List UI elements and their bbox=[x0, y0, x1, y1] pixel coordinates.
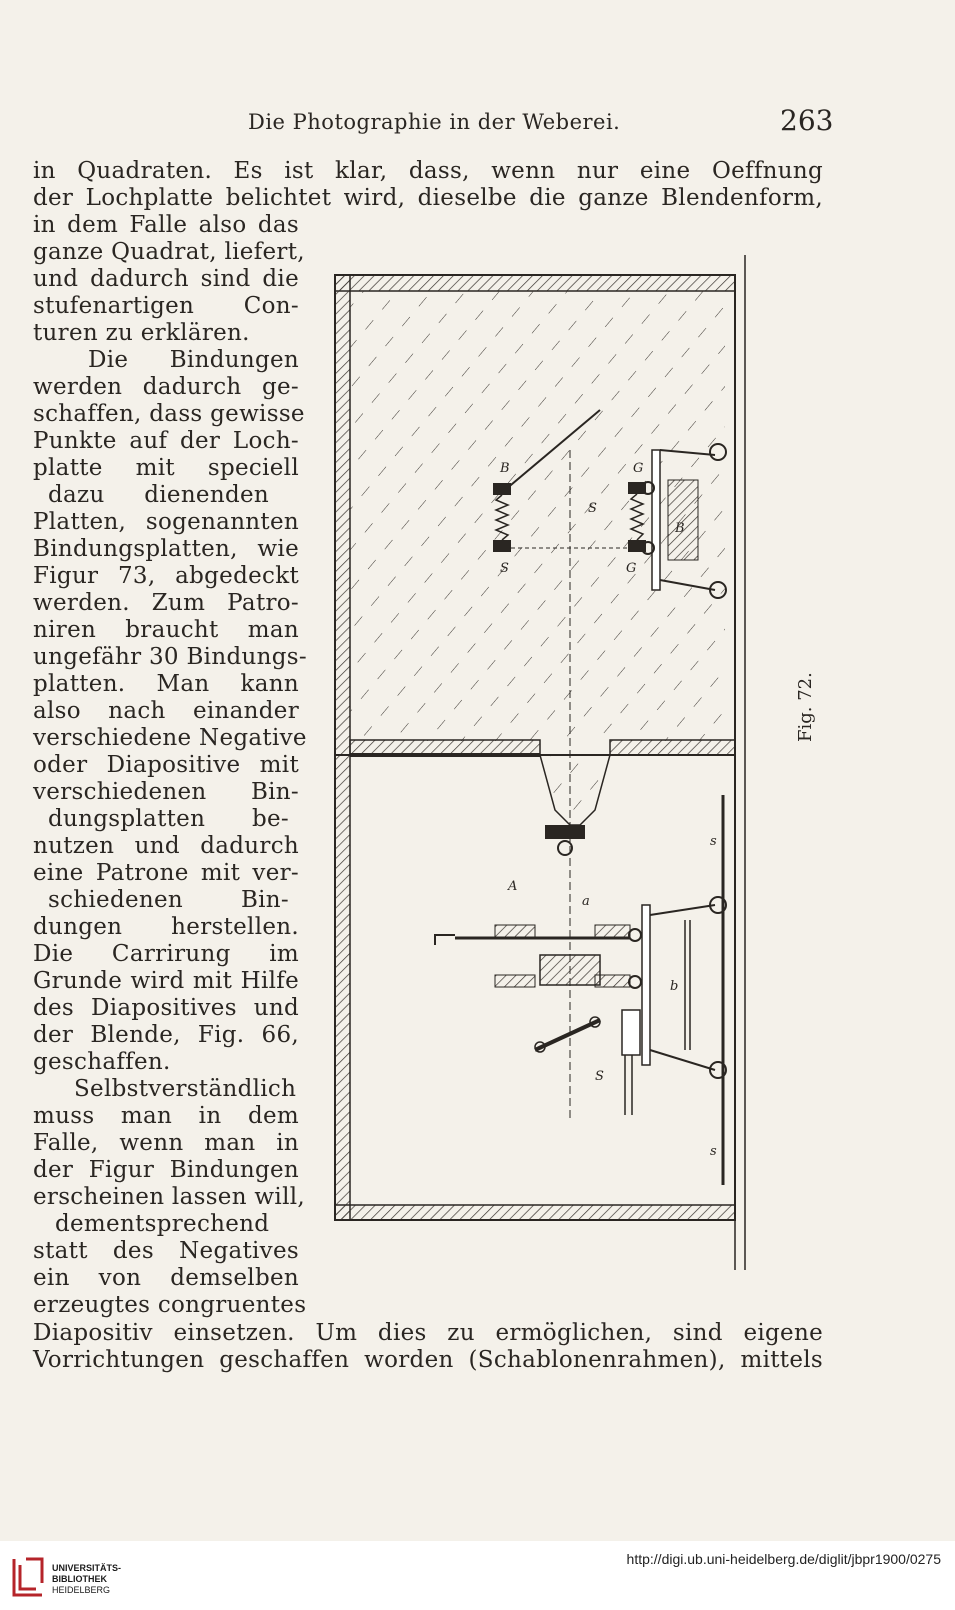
bottom-line-2: Vorrichtungen geschaffen worden (Schablo… bbox=[33, 1347, 823, 1373]
top-line-2: der Lochplatte belichtet wird, dieselbe … bbox=[33, 185, 823, 211]
column-line: erzeugtes congruentes bbox=[33, 1292, 307, 1318]
apparatus-figure: B S G B S G A a s b S s bbox=[334, 255, 746, 1270]
column-line: ungefähr 30 Bindungs- bbox=[33, 644, 307, 670]
column-line: ganze Quadrat, liefert, bbox=[33, 239, 305, 265]
figure-letter: a bbox=[582, 894, 590, 909]
column-line: eine Patrone mit ver- bbox=[33, 860, 299, 886]
lower-chamber bbox=[334, 753, 736, 1221]
figure-letter: B bbox=[499, 461, 510, 476]
figure-letter: S bbox=[588, 501, 597, 516]
library-name-line: BIBLIOTHEK bbox=[52, 1574, 107, 1584]
lower-mechanism bbox=[434, 825, 727, 1115]
column-line: muss man in dem bbox=[33, 1103, 299, 1129]
figure-letters: B S G B S G A a s b S s bbox=[499, 461, 717, 1159]
column-line: Figur 73, abgedeckt bbox=[33, 563, 299, 589]
library-name-line: UNIVERSITÄTS- bbox=[52, 1563, 122, 1573]
column-line: dementsprechend bbox=[55, 1211, 270, 1237]
upper-chamber bbox=[334, 274, 736, 826]
column-line: Falle, wenn man in bbox=[33, 1130, 299, 1156]
column-line: turen zu erklären. bbox=[33, 320, 250, 346]
figure-letter: B bbox=[674, 521, 685, 536]
figure-letter: A bbox=[507, 879, 517, 894]
column-line: stufenartigen Con- bbox=[33, 293, 299, 319]
column-line: erscheinen lassen will, bbox=[33, 1184, 305, 1210]
column-line: also nach einander bbox=[33, 698, 299, 724]
source-url-link[interactable]: http://digi.ub.uni-heidelberg.de/diglit/… bbox=[626, 1551, 941, 1567]
column-line: Grunde wird mit Hilfe bbox=[33, 968, 299, 994]
bottom-line-1: Diapositiv einsetzen. Um dies zu ermögli… bbox=[33, 1320, 823, 1346]
figure-letter: b bbox=[670, 979, 678, 994]
column-line: niren braucht man bbox=[33, 617, 299, 643]
column-line: und dadurch sind die bbox=[33, 266, 299, 292]
figure-caption: Fig. 72. bbox=[795, 672, 816, 742]
column-line: platte mit speciell bbox=[33, 455, 299, 481]
column-line: werden dadurch ge- bbox=[33, 374, 299, 400]
column-line: Die Bindungen bbox=[88, 347, 299, 373]
column-line: schaffen, dass gewisse bbox=[33, 401, 305, 427]
footer-bar: UNIVERSITÄTS- BIBLIOTHEK HEIDELBERG http… bbox=[0, 1541, 955, 1610]
column-line: Die Carrirung im bbox=[33, 941, 299, 967]
column-line: der Blende, Fig. 66, bbox=[33, 1022, 299, 1048]
column-line: schiedenen Bin- bbox=[48, 887, 289, 913]
column-line: nutzen und dadurch bbox=[33, 833, 299, 859]
figure-letter: s bbox=[710, 1144, 717, 1159]
column-line: des Diapositives und bbox=[33, 995, 299, 1021]
column-line: der Figur Bindungen bbox=[33, 1157, 299, 1183]
column-line: in dem Falle also das bbox=[33, 212, 299, 238]
column-line: ein von demselben bbox=[33, 1265, 299, 1291]
figure-letter: S bbox=[595, 1069, 604, 1084]
top-line-1: in Quadraten. Es ist klar, dass, wenn nu… bbox=[33, 158, 823, 184]
running-title: Die Photographie in der Weberei. bbox=[248, 110, 621, 134]
column-line: Platten, sogenannten bbox=[33, 509, 299, 535]
library-name-line: HEIDELBERG bbox=[52, 1585, 111, 1595]
column-line: dungsplatten be- bbox=[48, 806, 289, 832]
column-line: geschaffen. bbox=[33, 1049, 171, 1075]
column-line: Bindungsplatten, wie bbox=[33, 536, 299, 562]
figure-letter: S bbox=[500, 561, 509, 576]
page-number: 263 bbox=[780, 104, 834, 137]
library-logo-icon bbox=[12, 1557, 44, 1597]
column-line: dazu dienenden bbox=[48, 482, 269, 508]
figure-letter: G bbox=[633, 461, 643, 476]
column-line: platten. Man kann bbox=[33, 671, 299, 697]
figure-letter: G bbox=[626, 561, 636, 576]
library-name: UNIVERSITÄTS- BIBLIOTHEK HEIDELBERG bbox=[52, 1563, 192, 1596]
column-line: Punkte auf der Loch- bbox=[33, 428, 299, 454]
column-line: dungen herstellen. bbox=[33, 914, 299, 940]
column-line: werden. Zum Patro- bbox=[33, 590, 299, 616]
column-line: verschiedenen Bin- bbox=[33, 779, 299, 805]
column-line: oder Diapositive mit bbox=[33, 752, 299, 778]
column-line: Selbstverständlich bbox=[74, 1076, 297, 1102]
figure-letter: s bbox=[710, 834, 717, 849]
column-line: verschiedene Negative bbox=[33, 725, 307, 751]
column-line: statt des Negatives bbox=[33, 1238, 299, 1264]
upper-mechanism bbox=[493, 409, 727, 1120]
right-rail bbox=[721, 255, 746, 1270]
